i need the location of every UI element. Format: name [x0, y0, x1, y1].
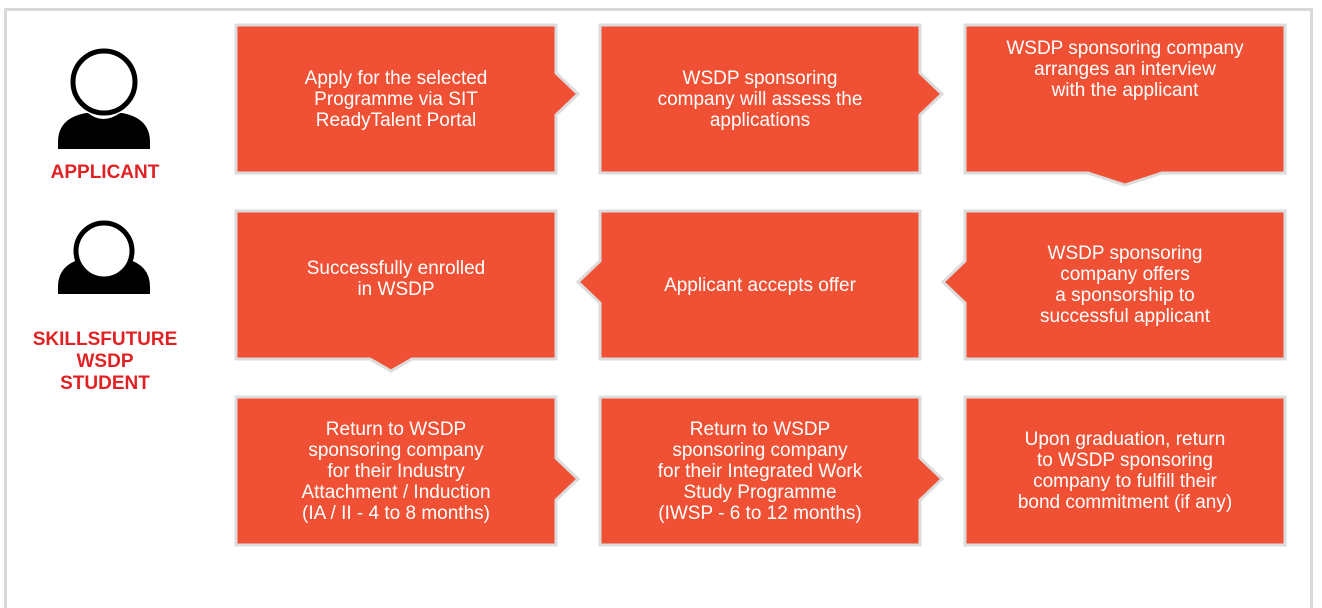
step-5-accepts: Applicant accepts offer	[600, 211, 920, 359]
step-4-offers: WSDP sponsoring company offers a sponsor…	[965, 211, 1285, 359]
step-2-assess: WSDP sponsoring company will assess the …	[600, 25, 920, 173]
step-3-shape	[963, 23, 1287, 187]
step-1-text: Apply for the selected Programme via SIT…	[304, 67, 488, 131]
step-6-text: Successfully enrolled in WSDP	[306, 258, 486, 300]
step-3-interview: WSDP sponsoring company arranges an inte…	[965, 25, 1285, 173]
step-2-shape	[598, 23, 945, 175]
step-9-graduation: Upon graduation, return to WSDP sponsori…	[965, 397, 1285, 545]
step-3-text: WSDP sponsoring company arranges an inte…	[1006, 38, 1244, 101]
diagram-frame	[4, 8, 1313, 608]
step-8-iwsp: Return to WSDP sponsoring company for th…	[600, 397, 920, 545]
step-8-shape	[598, 395, 945, 547]
step-4-shape	[940, 209, 1287, 361]
applicant-person-icon	[58, 48, 150, 149]
step-7-text: Return to WSDP sponsoring company for th…	[301, 418, 491, 524]
step-7-industry-attachment: Return to WSDP sponsoring company for th…	[236, 397, 556, 545]
student-person-icon	[58, 220, 150, 294]
step-4-text: WSDP sponsoring company offers a sponsor…	[1039, 243, 1211, 327]
step-6-shape	[234, 209, 558, 373]
step-5-text: Applicant accepts offer	[664, 274, 856, 296]
step-5-shape	[575, 209, 922, 361]
step-9-text: Upon graduation, return to WSDP sponsori…	[1017, 429, 1233, 513]
step-8-text: Return to WSDP sponsoring company for th…	[657, 418, 863, 524]
flow-diagram	[58, 23, 1287, 547]
step-1-shape	[234, 23, 581, 175]
role-label-applicant: APPLICANT	[50, 162, 160, 183]
step-1-apply: Apply for the selected Programme via SIT…	[236, 25, 556, 173]
step-6-enrolled: Successfully enrolled in WSDP	[236, 211, 556, 359]
step-7-shape	[234, 395, 581, 547]
step-9-shape	[963, 395, 1287, 547]
step-2-text: WSDP sponsoring company will assess the …	[657, 67, 863, 131]
role-label-student: SKILLSFUTURE WSDP STUDENT	[32, 329, 178, 394]
